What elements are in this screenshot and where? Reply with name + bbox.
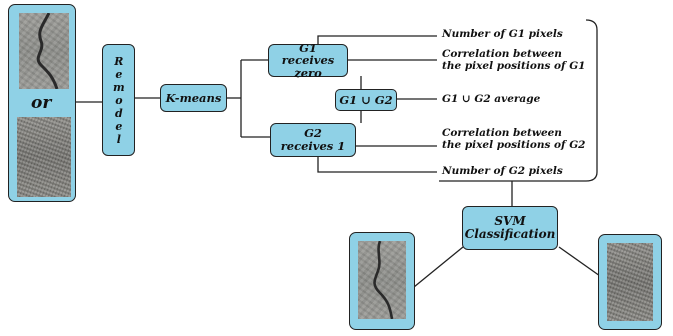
g2-title: G2: [304, 126, 322, 141]
remodel-label: Remodel: [112, 54, 126, 146]
svm-title: SVM: [494, 213, 526, 228]
connector-g1-count: [317, 35, 437, 45]
feature-g1-correlation-line1: Correlation between: [442, 48, 562, 60]
union-box: G1 ∪ G2: [335, 89, 397, 111]
rough-texture-image: [17, 117, 71, 197]
feature-bracket: [439, 19, 598, 182]
kmeans-label: K-means: [165, 90, 222, 105]
or-label: or: [31, 93, 52, 113]
input-image-panel: or: [8, 4, 76, 202]
g1-box: G1 receives zero: [268, 40, 348, 80]
output-crack-texture-image: [358, 240, 406, 320]
crack-texture-image: [19, 12, 69, 90]
feature-g1-correlation: Correlation between the pixel positions …: [442, 48, 585, 72]
feature-g2-count: Number of G2 pixels: [442, 165, 563, 177]
svm-box: SVM Classification: [462, 206, 558, 250]
g1-subtitle: receives zero: [281, 53, 335, 80]
svm-subtitle: Classification: [464, 227, 556, 241]
feature-g2-correlation-line1: Correlation between: [442, 127, 562, 139]
feature-g1-count: Number of G1 pixels: [442, 28, 563, 40]
feature-g2-correlation: Correlation between the pixel positions …: [442, 127, 585, 151]
g2-box: G2 receives 1: [270, 123, 356, 157]
feature-union-average: G1 ∪ G2 average: [442, 93, 541, 105]
crack-line-icon: [36, 12, 59, 90]
output-image-rough: [598, 234, 662, 330]
connector-svm-left: [413, 246, 464, 288]
output-rough-texture-image: [607, 243, 653, 321]
feature-g2-correlation-line2: the pixel positions of G2: [442, 139, 586, 152]
connector-g2-count: [317, 157, 437, 173]
output-image-crack: [349, 232, 415, 330]
connector-svm-right: [558, 246, 601, 277]
feature-g1-correlation-line2: the pixel positions of G1: [442, 60, 586, 73]
g2-subtitle: receives 1: [280, 139, 346, 153]
g1-title: G1: [299, 40, 317, 55]
output-crack-line-icon: [373, 240, 394, 320]
kmeans-box: K-means: [160, 84, 227, 112]
union-label: G1 ∪ G2: [339, 92, 393, 107]
remodel-box: Remodel: [102, 44, 135, 156]
